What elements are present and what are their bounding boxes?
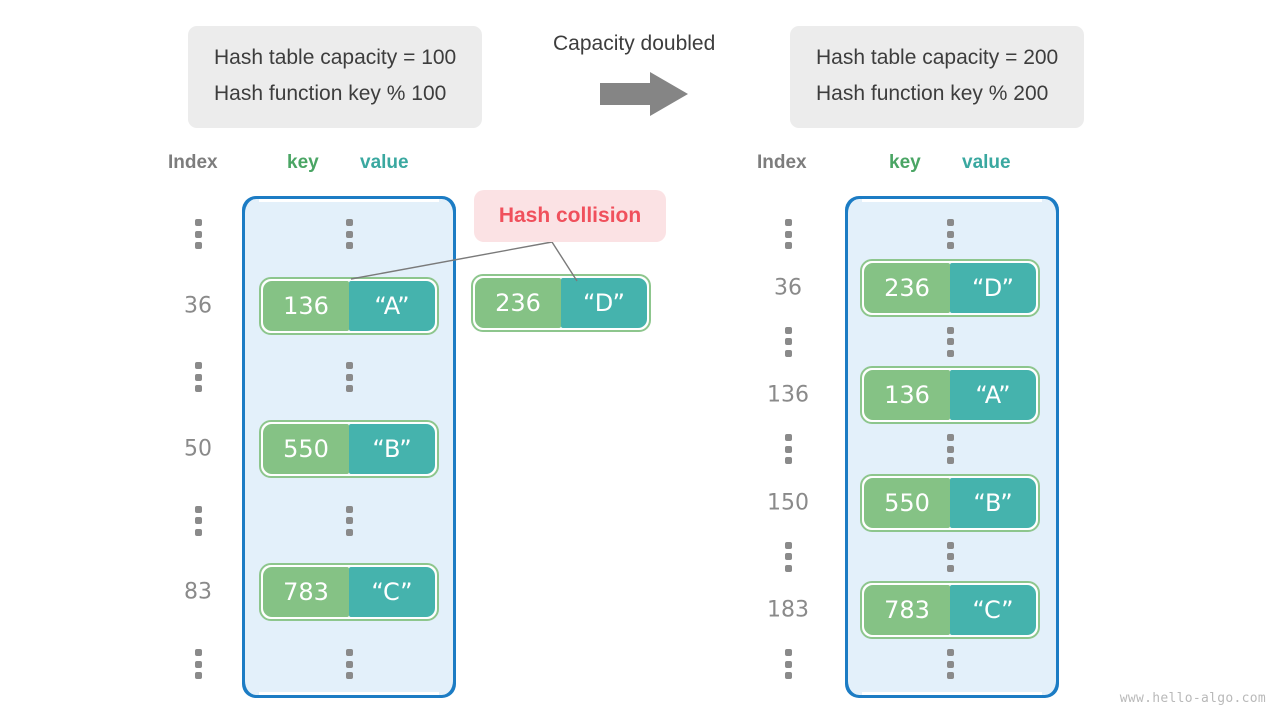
left-bucket-ellipsis [345,649,353,679]
watermark: www.hello-algo.com [1119,691,1266,706]
left-index-label: 50 [184,436,212,462]
right-entry-value: “A” [950,370,1036,421]
left-info-box: Hash table capacity = 100 Hash function … [188,26,483,128]
colliding-entry-key: 236 [475,278,561,328]
left-bucket-ellipsis [345,362,353,393]
right-bucket-ellipsis [946,541,954,572]
right-entry-pair: 550“B” [860,473,1040,532]
left-header-value: value [360,152,409,173]
left-index-ellipsis [194,505,202,536]
right-entry-pair: 783“C” [860,581,1040,640]
right-index-ellipsis [784,219,792,249]
hash-collision-badge: Hash collision [474,190,666,242]
right-capacity-text: Hash table capacity = 200 [816,46,1059,69]
right-info-box: Hash table capacity = 200 Hash function … [790,26,1085,128]
right-entry-pair: 236“D” [860,258,1040,317]
left-capacity-text: Hash table capacity = 100 [214,46,457,69]
colliding-entry-value: “D” [561,278,647,328]
right-entry-pair: 136“A” [860,366,1040,425]
left-entry-key: 783 [263,567,349,618]
right-entry-value: “B” [950,477,1036,528]
right-index-label: 136 [767,382,809,408]
hash-collision-label: Hash collision [498,204,642,227]
left-index-ellipsis [194,219,202,249]
left-bucket-ellipsis [345,219,353,249]
right-entry-value: “C” [950,585,1036,636]
right-index-label: 150 [767,490,809,516]
right-index-ellipsis [784,434,792,464]
right-entry-key: 136 [864,370,950,421]
left-entry-key: 550 [263,424,349,474]
right-hashfunction-text: Hash function key % 200 [816,82,1049,105]
left-entry-value: “A” [349,280,435,331]
right-header-value: value [962,152,1011,173]
right-entry-key: 550 [864,477,950,528]
left-header-index: Index [168,152,218,173]
right-index-ellipsis [784,326,792,357]
right-index-ellipsis [784,541,792,572]
left-entry-pair: 550“B” [259,420,439,478]
right-header-index: Index [757,152,807,173]
left-index-ellipsis [194,649,202,679]
left-index-label: 36 [184,293,212,319]
left-entry-value: “C” [349,567,435,618]
right-arrow-icon [600,72,688,116]
right-bucket-ellipsis [946,219,954,249]
right-entry-key: 783 [864,585,950,636]
left-header-key: key [287,152,319,173]
left-index-label: 83 [184,579,212,605]
right-bucket-ellipsis [946,434,954,464]
right-index-ellipsis [784,649,792,679]
left-entry-pair: 136“A” [259,276,439,335]
right-index-label: 183 [767,597,809,623]
right-entry-key: 236 [864,262,950,313]
colliding-entry-pair: 236 “D” [471,274,651,332]
right-header-key: key [889,152,921,173]
left-entry-key: 136 [263,280,349,331]
left-index-ellipsis [194,362,202,393]
right-entry-value: “D” [950,262,1036,313]
left-entry-pair: 783“C” [259,563,439,622]
left-hashfunction-text: Hash function key % 100 [214,82,447,105]
capacity-doubled-label: Capacity doubled [553,32,716,55]
left-entry-value: “B” [349,424,435,474]
right-bucket-ellipsis [946,326,954,357]
right-index-label: 36 [774,275,802,301]
right-bucket-ellipsis [946,649,954,679]
left-bucket-ellipsis [345,505,353,536]
